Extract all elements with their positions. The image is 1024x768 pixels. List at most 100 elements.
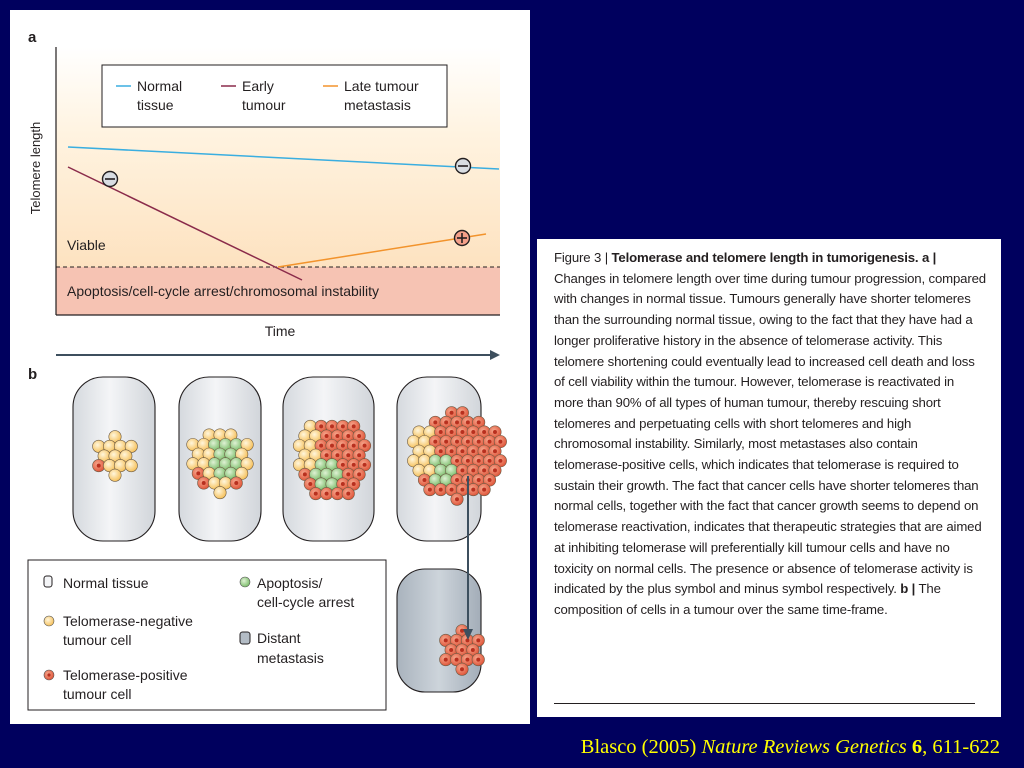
figure-panel: a Telomere length Time Normal tissue Ear… [10, 10, 530, 724]
panel-a-label: a [28, 29, 37, 46]
cell-nucleus [465, 458, 470, 463]
cell-nucleus [438, 429, 443, 434]
legend-b-normal-line1: Normal tissue [63, 575, 149, 591]
citation-authors-year: Blasco (2005) [580, 736, 702, 758]
cell-nucleus [455, 478, 459, 483]
legend-b-metastasis-line2: metastasis [257, 650, 324, 666]
cell-nucleus [335, 453, 340, 458]
cell-nucleus [444, 439, 449, 444]
cell-nucleus [482, 487, 487, 492]
cell-nucleus [455, 458, 459, 463]
cell-nucleus [460, 648, 464, 652]
cell-nucleus [330, 424, 334, 429]
y-axis-label: Telomere length [28, 122, 43, 215]
cell-nucleus [351, 462, 356, 467]
cell-nucleus [330, 443, 334, 448]
minus-symbol-icon [101, 170, 119, 188]
cell-nucleus [482, 449, 487, 454]
cell-nucleus [357, 433, 362, 438]
cell-nucleus [340, 443, 345, 448]
minus-symbol-icon [454, 157, 472, 175]
telomerase-positive-nucleus [47, 673, 51, 677]
cell-nucleus [335, 491, 340, 496]
cell-nucleus [482, 429, 487, 434]
cell-nucleus [449, 487, 454, 492]
cell-nucleus [487, 458, 492, 463]
time-arrow-head-icon [490, 350, 500, 360]
cell-nucleus [471, 487, 476, 492]
cell-nucleus [470, 648, 475, 652]
late-tumour-line [277, 233, 487, 268]
legend-b-positive-line2: tumour cell [63, 686, 131, 702]
cell-nucleus [482, 468, 487, 473]
cell-nucleus [422, 478, 427, 483]
cell-nucleus [492, 468, 497, 473]
legend-b-positive-line1: Telomerase-positive [63, 667, 188, 683]
caption-figure-label: Figure 3 | [554, 250, 608, 265]
legend-b-negative-line2: tumour cell [63, 632, 131, 648]
telomerase-negative-cell-icon [43, 615, 55, 627]
caption-part-a-label: a | [921, 250, 937, 265]
legend-b-apoptosis-line2: cell-cycle arrest [257, 594, 354, 610]
legend-early-line1: Early [242, 78, 274, 94]
metastasis-arrow-head-icon [463, 629, 473, 640]
caption-panel: Figure 3 | Telomerase and telomere lengt… [537, 239, 1001, 717]
legend-normal-line1: Normal [137, 78, 182, 94]
cell-nucleus [357, 453, 362, 458]
cell-nucleus [471, 429, 476, 434]
cell-nucleus [362, 443, 367, 448]
cell-nucleus [476, 657, 481, 662]
cell-nucleus [201, 481, 206, 486]
citation: Blasco (2005) Nature Reviews Genetics 6,… [581, 736, 1000, 759]
cell-nucleus [196, 471, 201, 476]
plus-symbol-icon [453, 229, 471, 247]
cell-nucleus [476, 478, 481, 483]
cell-nucleus [357, 472, 362, 477]
legend-late-line2: metastasis [344, 97, 411, 113]
telomerase-negative-cell [124, 459, 138, 473]
cell-nucleus [471, 468, 476, 473]
apoptosis-label: Apoptosis/cell-cycle arrest/chromosomal … [67, 283, 379, 299]
cell-nucleus [471, 449, 476, 454]
x-axis-label: Time [265, 323, 296, 339]
cell-nucleus [460, 410, 465, 415]
legend-b-negative-line1: Telomerase-negative [63, 613, 193, 629]
cell-nucleus [455, 439, 459, 444]
cell-nucleus [346, 491, 351, 496]
cell-nucleus [454, 638, 459, 643]
cell-clusters [92, 406, 507, 676]
cell-nucleus [96, 463, 101, 468]
cell-nucleus [340, 462, 345, 467]
normal-tissue-icon [43, 575, 53, 588]
cell-nucleus [492, 449, 497, 454]
caption-part-b-label: b | [900, 581, 916, 597]
cell-nucleus [308, 482, 313, 487]
cell-nucleus [443, 638, 448, 643]
cell-nucleus [449, 449, 454, 454]
cell-nucleus [476, 638, 481, 643]
legend-early-line2: tumour [242, 97, 286, 113]
cell-nucleus [433, 439, 438, 444]
panel-b-label: b [28, 366, 37, 383]
cell-nucleus [362, 462, 367, 467]
legend-b-metastasis-line1: Distant [257, 630, 301, 646]
cell-nucleus [324, 453, 329, 458]
cell-nucleus [324, 433, 329, 438]
cell-nucleus [234, 481, 239, 486]
cell-nucleus [476, 458, 481, 463]
figure-illustration: a Telomere length Time Normal tissue Ear… [27, 29, 507, 711]
cell-nucleus [340, 424, 345, 429]
cell-nucleus [460, 429, 465, 434]
figure-caption: Figure 3 | Telomerase and telomere lengt… [554, 248, 986, 621]
cell-nucleus [335, 433, 340, 438]
caption-rule [554, 703, 975, 704]
cell-nucleus [302, 472, 307, 477]
panel-b-legend [27, 559, 387, 711]
cell-nucleus [460, 468, 465, 473]
legend-b-apoptosis-line1: Apoptosis/ [257, 575, 322, 591]
cell-nucleus [498, 439, 503, 444]
distant-metastasis-icon [239, 631, 251, 645]
cell-nucleus [351, 482, 356, 487]
cell-nucleus [346, 453, 351, 458]
viable-label: Viable [67, 237, 106, 253]
